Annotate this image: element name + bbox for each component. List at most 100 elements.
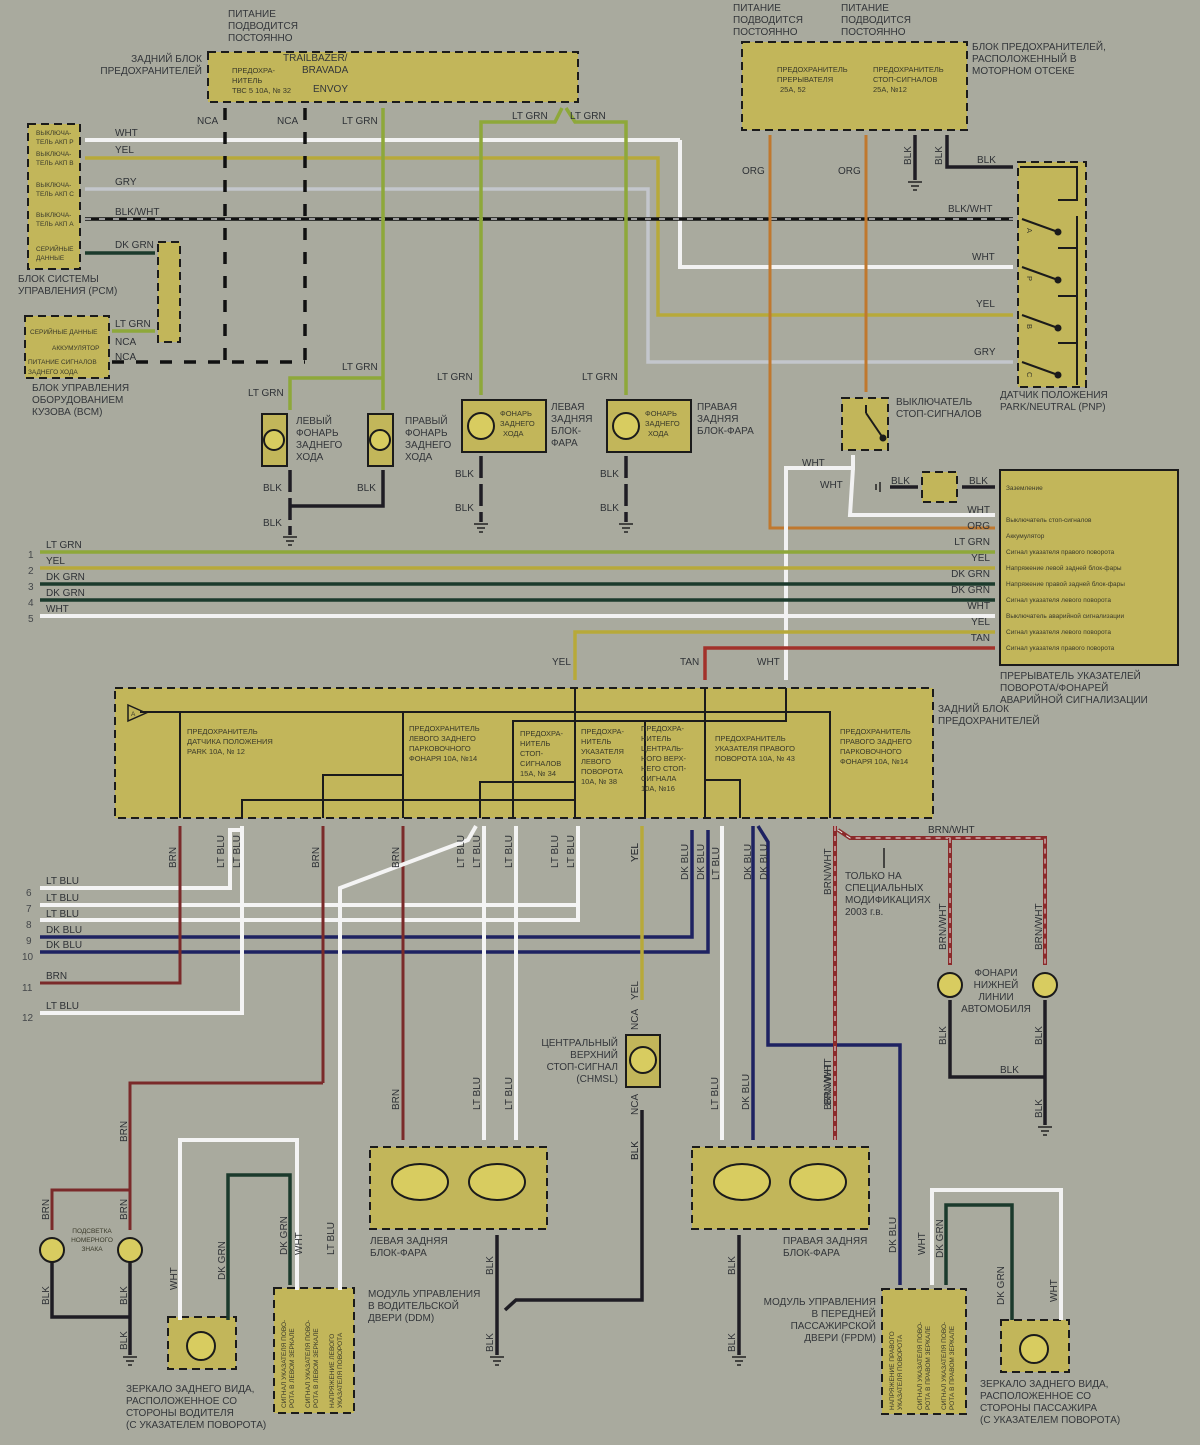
stop-switch-contact-icon [865, 405, 887, 442]
right-taillamp-label: БЛОК-ФАРА [783, 1248, 840, 1259]
fuse-label: ПРАВОГО ЗАДНЕГО [840, 737, 912, 746]
svg-text:BRN: BRN [168, 847, 179, 868]
ground-icon [908, 181, 922, 191]
ddm-label: В ВОДИТЕЛЬСКОЙ [368, 1299, 459, 1312]
wire-label: WHT [115, 128, 138, 139]
lamp-label: ФОНАРЬ [296, 428, 339, 439]
svg-text:LT GRN: LT GRN [46, 540, 82, 551]
chmsl-label: ВЕРХНИЙ [570, 1048, 618, 1061]
wire-label: DK GRN [217, 1241, 228, 1280]
svg-text:DK BLU: DK BLU [696, 844, 707, 880]
wire-gry-pcm [85, 187, 1013, 364]
wire-label: DK GRN [935, 1219, 946, 1258]
wire-blk-license [50, 1262, 130, 1319]
svg-text:YEL: YEL [46, 556, 65, 567]
wire-label: DK BLU [741, 1074, 752, 1110]
fuse-label: ЛЕВОГО ЗАДНЕГО [409, 734, 476, 743]
bcm-title: КУЗОВА (BCM) [32, 407, 102, 418]
svg-text:ВЫКЛЮЧА-ТЕЛЬ АКП B: ВЫКЛЮЧА-ТЕЛЬ АКП B [36, 151, 74, 167]
right-mirror-label: ЗЕРКАЛО ЗАДНЕГО ВИДА, [980, 1379, 1108, 1390]
chmsl-label: СТОП-СИГНАЛ [547, 1062, 618, 1073]
wire-label: DK GRN [279, 1216, 290, 1255]
wire-label: BLK [119, 1286, 130, 1305]
svg-text:WHT: WHT [46, 604, 69, 615]
wire-label: NCA [277, 116, 298, 127]
wire-label: BRN/WHT [1034, 903, 1045, 950]
wire-label: YEL [976, 299, 995, 310]
wire-label: WHT [972, 252, 995, 263]
fuse-label: СТОП- [520, 749, 544, 758]
wire-label: NCA [630, 1094, 641, 1115]
wire-blk-rev-r [290, 470, 385, 508]
wire-label: BRN [391, 1089, 402, 1110]
lamp-label: ПРАВАЯ [697, 402, 737, 413]
svg-text:8: 8 [26, 920, 32, 931]
wire-label: BLK [630, 1141, 641, 1160]
fuse-label: 25А, №12 [873, 85, 907, 94]
svg-text:LT BLU: LT BLU [46, 893, 79, 904]
wire-label: WHT [169, 1267, 180, 1290]
connector-a-label: A [131, 711, 136, 718]
svg-text:LT BLU: LT BLU [456, 835, 467, 868]
wire-label: BLK [600, 503, 619, 514]
license-label: НОМЕРНОГО [71, 1237, 113, 1244]
engine-fuse-title: БЛОК ПРЕДОХРАНИТЕЛЕЙ, [972, 40, 1106, 53]
flasher-title: АВАРИЙНОЙ СИГНАЛИЗАЦИИ [1000, 693, 1148, 706]
svg-text:DK BLU: DK BLU [759, 844, 770, 880]
wire-label: YEL [630, 843, 641, 862]
fuse-label: ПРЕДОХРА- [581, 727, 624, 736]
svg-text:WHT: WHT [967, 601, 990, 612]
wire-label: BLK/WHT [115, 207, 159, 218]
special-note: МОДИФИКАЦИЯХ [845, 895, 931, 906]
bus-wire-9 [40, 830, 694, 939]
bulb-icon [39, 412, 1058, 1364]
chmsl-label: ЦЕНТРАЛЬНЫЙ [541, 1036, 618, 1049]
svg-text:BRN: BRN [46, 971, 67, 982]
svg-text:Сигнал указателя правого повор: Сигнал указателя правого поворота [1006, 645, 1115, 652]
chmsl-label: (CHMSL) [576, 1074, 618, 1085]
variant-trailblazer: TRAILBAZER/ [283, 53, 348, 64]
svg-text:ВЫКЛЮЧА-ТЕЛЬ АКП C: ВЫКЛЮЧА-ТЕЛЬ АКП C [36, 182, 74, 198]
fuse-label: 10А, № 38 [581, 777, 617, 786]
wire-label: BLK [934, 146, 945, 165]
wire-label: DK GRN [115, 240, 154, 251]
lamp-label: ХОДА [405, 452, 433, 463]
svg-text:C: C [1025, 372, 1034, 378]
ground-icon [474, 523, 488, 533]
wire-blk-pnp [945, 135, 1013, 169]
svg-text:9: 9 [26, 936, 32, 947]
special-note: ТОЛЬКО НА [845, 871, 902, 882]
ddm-block [273, 1287, 355, 1414]
fuse-label: ПРЕДОХРАНИТЕЛЬ [873, 65, 944, 74]
svg-text:5: 5 [28, 614, 34, 625]
wire-label: NCA [197, 116, 218, 127]
wire-label: BLK [727, 1256, 738, 1275]
wire-label: BRN [41, 1199, 52, 1220]
wire-label: DK GRN [996, 1266, 1007, 1305]
ddm-label: ДВЕРИ (DDM) [368, 1313, 434, 1324]
bus-wire-11 [40, 826, 182, 985]
wire-wht-right-mirror [930, 1188, 1063, 1320]
wire-label: TAN [680, 657, 699, 668]
svg-text:НАПРЯЖЕНИЕ ПРАВОГОУКАЗАТЕЛЯ ПО: НАПРЯЖЕНИЕ ПРАВОГОУКАЗАТЕЛЯ ПОВОРОТА [889, 1331, 904, 1410]
right-taillamp-label: ПРАВАЯ ЗАДНЯЯ [783, 1236, 867, 1247]
pnp-positions: A P B C [1025, 228, 1034, 378]
right-mirror-label: (С УКАЗАТЕЛЕМ ПОВОРОТА) [980, 1415, 1120, 1426]
wire-brn-2b [128, 1081, 323, 1190]
svg-text:НАПРЯЖЕНИЕ ЛЕВОГОУКАЗАТЕЛЯ ПОВ: НАПРЯЖЕНИЕ ЛЕВОГОУКАЗАТЕЛЯ ПОВОРОТА [329, 1332, 344, 1408]
ground-icon [490, 1356, 504, 1366]
fuse-label: ФОНАРЯ 10А, №14 [409, 754, 477, 763]
fuse-label: ФОНАРЯ 10А, №14 [840, 757, 908, 766]
svg-text:СИГНАЛ УКАЗАТЕЛЯ ПОВО-РОТА В П: СИГНАЛ УКАЗАТЕЛЯ ПОВО-РОТА В ПРАВОМ ЗЕРК… [941, 1322, 956, 1410]
wire-label: LT GRN [437, 372, 473, 383]
wire-label: LT BLU [326, 1222, 337, 1255]
wire-wht-stop-flasher [847, 467, 995, 517]
lamps-label: НИЖНЕЙ [974, 978, 1019, 991]
variant-bravada: BRAVADA [302, 65, 349, 76]
